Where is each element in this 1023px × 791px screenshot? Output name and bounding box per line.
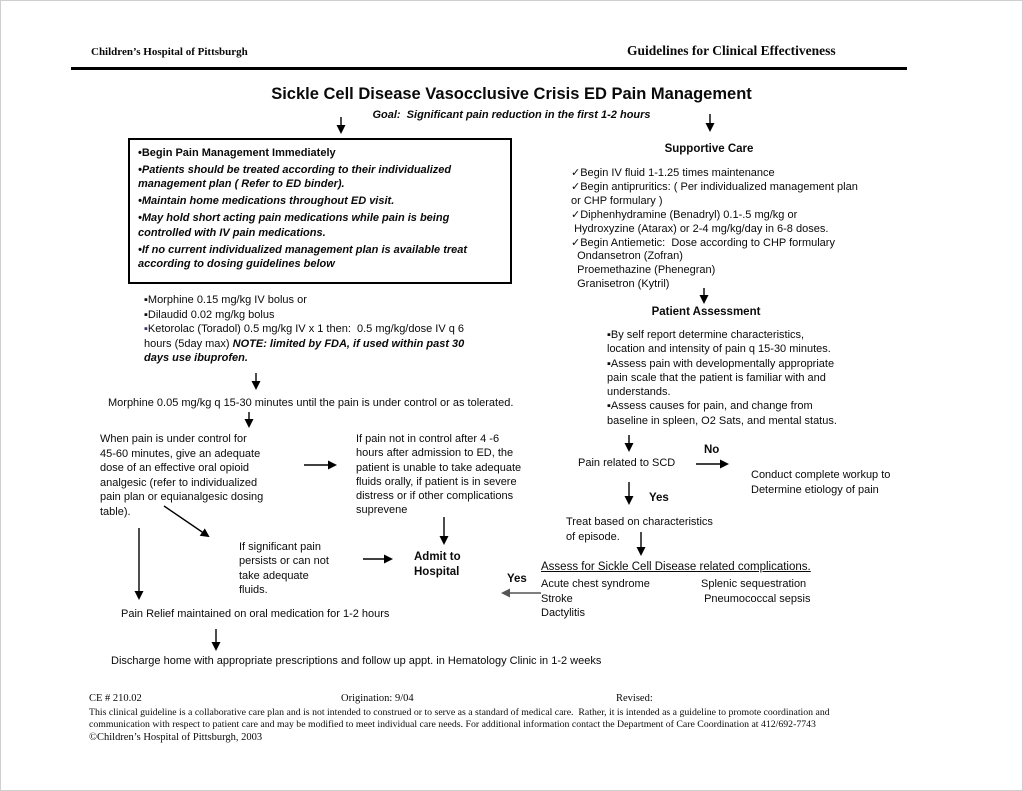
box-item: •May hold short acting pain medications … — [138, 212, 450, 239]
square-bullet-icon: ▪ — [144, 323, 148, 336]
assess-complications-heading: Assess for Sickle Cell Disease related c… — [541, 561, 811, 573]
checklist-item: ✓Diphenhydramine (Benadryl) 0.1-.5 mg/kg… — [571, 208, 829, 235]
complications-column-2: Splenic sequestration Pneumococcal sepsi… — [701, 578, 811, 605]
dosing-item: ▪Morphine 0.15 mg/kg IV bolus or — [144, 294, 307, 306]
assessment-item: ▪By self report determine characteristic… — [607, 329, 831, 356]
checklist-item: ✓Begin antipruritics: ( Per individualiz… — [571, 180, 858, 207]
no-label: No — [704, 444, 720, 456]
header-divider — [71, 67, 907, 70]
ketorolac-text: Ketorolac (Toradol) 0.5 mg/kg IV x 1 the… — [144, 323, 468, 350]
goal-subtitle: Goal: Significant pain reduction in the … — [372, 109, 651, 121]
supportive-care-heading: Supportive Care — [664, 143, 754, 155]
copyright-line: ©Children’s Hospital of Pittsburgh, 2003 — [89, 732, 263, 743]
checklist-item: ✓Begin IV fluid 1-1.25 times maintenance — [571, 167, 775, 179]
begin-pain-management-box: •Begin Pain Management Immediately •Pati… — [128, 138, 512, 284]
patient-assessment-list: ▪By self report determine characteristic… — [607, 328, 897, 428]
admit-to-hospital-step: Admit to Hospital — [414, 551, 461, 578]
patient-assessment-heading: Patient Assessment — [651, 306, 761, 318]
pain-related-to-scd-question: Pain related to SCD — [578, 457, 676, 469]
treat-by-characteristics-step: Treat based on characteristics of episod… — [566, 516, 713, 543]
box-item: •Patients should be treated according to… — [138, 164, 452, 191]
revised-label: Revised: — [616, 693, 653, 704]
when-pain-controlled-step: When pain is under control for 45-60 min… — [100, 433, 264, 518]
box-item: •Begin Pain Management Immediately — [138, 147, 336, 159]
morphine-titration-step: Morphine 0.05 mg/kg q 15-30 minutes unti… — [108, 397, 514, 409]
checklist-item: ✓Begin Antiemetic: Dose according to CHP… — [571, 236, 835, 291]
bolus-dosing-list: ▪Morphine 0.15 mg/kg IV bolus or ▪Dilaud… — [144, 293, 480, 366]
if-pain-not-controlled-step: If pain not in control after 4 -6 hours … — [356, 433, 522, 517]
assessment-item: ▪Assess pain with developmentally approp… — [607, 357, 835, 399]
dosing-item: ▪Dilaudid 0.02 mg/kg bolus — [144, 308, 275, 321]
if-significant-pain-step: If significant pain persists or can not … — [239, 541, 329, 596]
complications-column-1: Acute chest syndrome Stroke Dactylitis — [541, 578, 650, 620]
supportive-care-checklist: ✓Begin IV fluid 1-1.25 times maintenance… — [571, 167, 911, 292]
box-item: •Maintain home medications throughout ED… — [138, 195, 395, 208]
conduct-workup-step: Conduct complete workup to Determine eti… — [751, 469, 891, 496]
header-guidelines-label: Guidelines for Clinical Effectiveness — [627, 43, 836, 58]
yes-label-admit: Yes — [507, 573, 527, 585]
discharge-step: Discharge home with appropriate prescrip… — [111, 655, 602, 667]
yes-label: Yes — [649, 492, 669, 504]
ce-number: CE # 210.02 — [89, 693, 142, 704]
disclaimer-text: This clinical guideline is a collaborati… — [89, 707, 830, 731]
dosing-item-ketorolac: ▪Ketorolac (Toradol) 0.5 mg/kg IV x 1 th… — [144, 322, 480, 366]
page-title: Sickle Cell Disease Vasocclusive Crisis … — [271, 85, 752, 103]
header-hospital-name: Children’s Hospital of Pittsburgh — [91, 46, 248, 58]
assessment-item: ▪Assess causes for pain, and change from… — [607, 400, 837, 427]
pain-relief-step: Pain Relief maintained on oral medicatio… — [121, 608, 390, 620]
box-item: •If no current individualized management… — [138, 243, 468, 271]
origination-date: Origination: 9/04 — [341, 693, 414, 704]
ketorolac-fda-note: NOTE: limited by FDA, if used within pas… — [144, 337, 468, 365]
